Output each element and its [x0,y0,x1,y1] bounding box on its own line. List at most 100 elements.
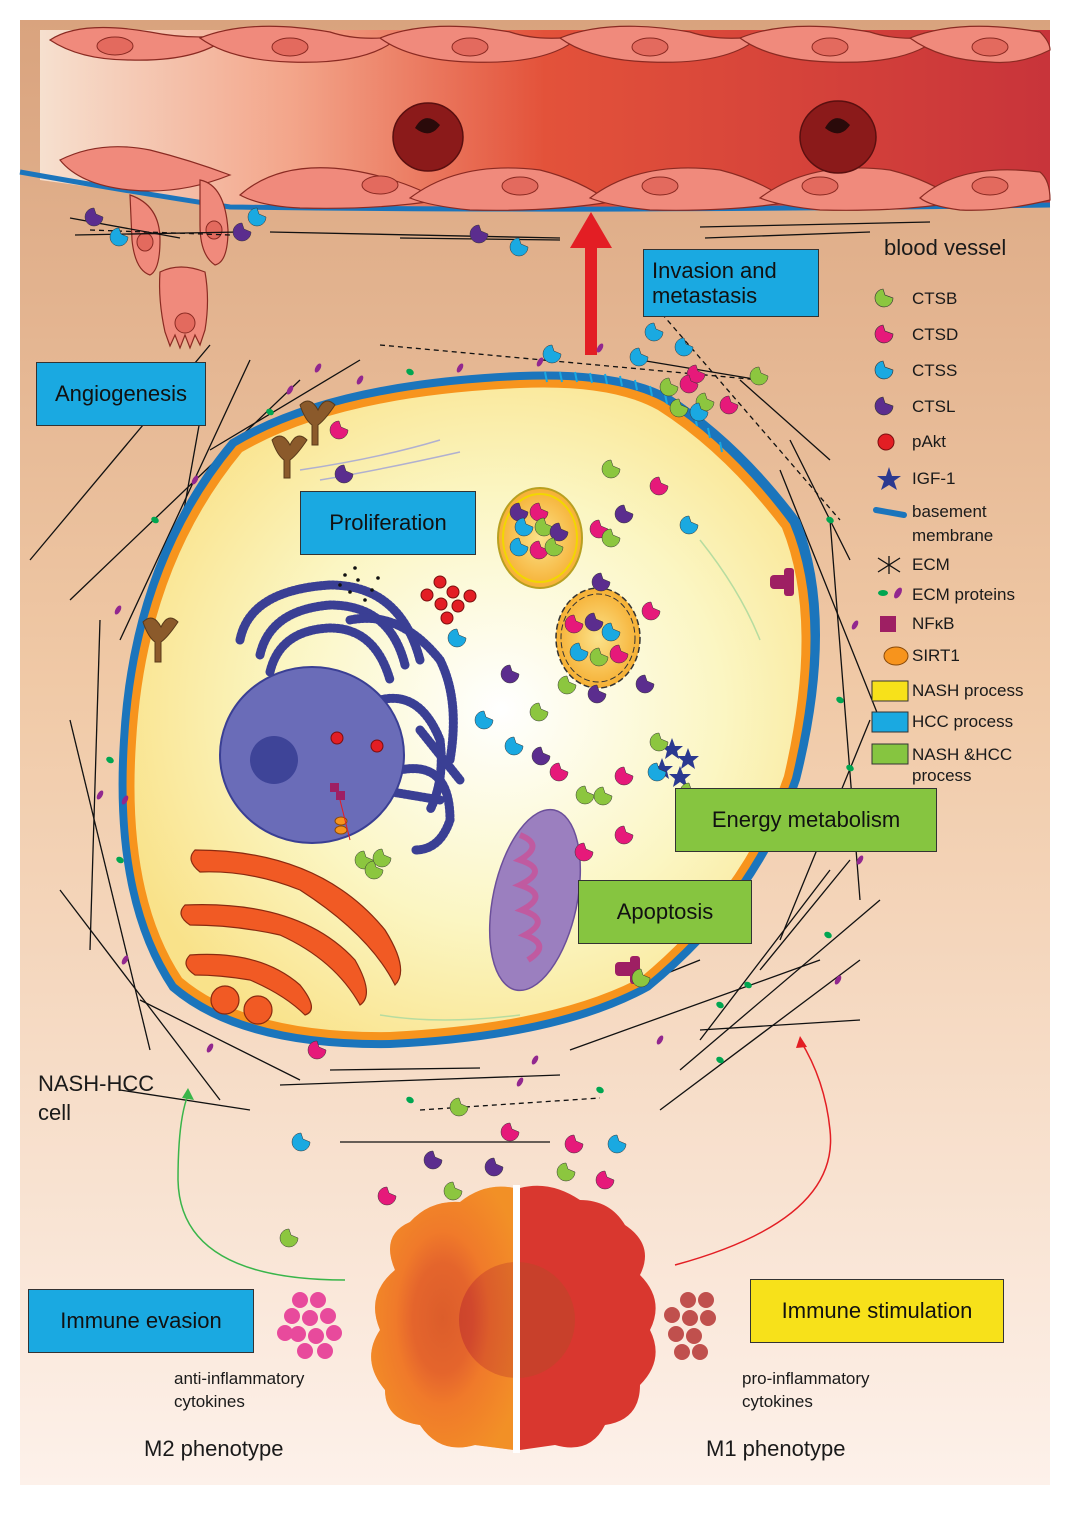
ecm-protein-glyph [856,855,864,865]
cathepsin-glyph [689,402,709,422]
ecm-protein-glyph [531,1055,539,1065]
ecm-protein-glyph [846,764,854,772]
cathepsin-glyph [601,622,621,642]
cathepsin-glyph [569,642,589,662]
invasion-arrow [570,212,612,355]
ecm-protein-glyph [536,357,544,367]
ecm-protein-glyph [596,343,604,353]
cathepsin-glyph [549,522,569,542]
ecm-protein-glyph [716,1056,724,1064]
cathepsin-glyph [372,848,392,868]
legend-ctsd: CTSD [912,325,959,344]
cathepsin-glyph [593,786,613,806]
ecm-protein-glyph [191,475,199,485]
cathepsin-glyph [614,504,634,524]
cathepsin-glyph [500,1122,520,1142]
cathepsin-glyph [589,647,609,667]
endoplasmic-reticulum [235,580,465,855]
cathepsin-glyph [377,1186,397,1206]
cathepsin-glyph [509,537,529,557]
cathepsin-glyph [574,842,594,862]
nucleus [219,666,405,844]
cathepsin-glyph [649,476,669,496]
ecm-protein-glyph [824,931,832,939]
cathepsin-glyph [641,601,661,621]
cathepsin-glyph [649,732,669,752]
immune-stimulation-box: Immune stimulation [750,1279,1004,1343]
cathepsin-glyph [423,1150,443,1170]
cathepsin-glyph [514,517,534,537]
legend-ecm: ECM [912,555,950,574]
legend-icons [871,288,909,765]
cathepsin-glyph [329,420,349,440]
cathepsin-glyph [587,684,607,704]
pro-inflammatory-cytokines-label: pro-inflammatory cytokines [742,1369,870,1411]
cathepsin-glyph [659,377,679,397]
cathepsin-glyph [644,322,664,342]
cathepsin-glyph [674,337,694,357]
legend-pakt: pAkt [912,432,947,451]
cathepsin-glyph [556,1162,576,1182]
legend-igf1: IGF-1 [912,469,956,488]
anti-inflammatory-cytokines-label: anti-inflammatory cytokines [174,1369,305,1411]
ecm-protein-glyph [356,375,364,385]
ecm-protein-glyph [121,955,129,965]
cathepsin-glyph [564,1134,584,1154]
cathepsin-glyph [334,464,354,484]
legend-nfkb: NFκB [912,614,955,633]
golgi [180,849,402,1025]
cathepsin-glyph [307,1040,327,1060]
cathepsin-glyph [749,366,769,386]
cathepsin-glyph [443,1181,463,1201]
cathepsin-glyph [629,347,649,367]
proliferation-box: Proliferation [300,491,476,555]
m2-phenotype-label: M2 phenotype [144,1436,284,1461]
cathepsin-glyph [609,644,629,664]
cathepsin-glyph [531,746,551,766]
ecm-protein-glyph [851,620,859,630]
cathepsin-glyph [575,785,595,805]
cathepsin-glyph [595,1170,615,1190]
legend-ecm-proteins: ECM proteins [912,585,1015,604]
cathepsin-glyph [669,398,689,418]
ecm-protein-glyph [596,1086,604,1094]
energy-metabolism-box: Energy metabolism [675,788,937,852]
ecm-protein-glyph [266,408,274,416]
ecm-protein-glyph [406,368,414,376]
angiogenesis-box: Angiogenesis [36,362,206,426]
nucleolus [250,736,298,784]
legend-nash-hcc-process: NASH &HCC process [912,745,1013,786]
ecm-protein-glyph [406,1096,414,1104]
ecm-protein-glyph [116,856,124,864]
ecm-protein-glyph [286,385,294,395]
legend-basement-membrane: basement membrane [912,502,994,545]
ecm-protein-glyph [516,1077,524,1087]
cathepsin-glyph [500,664,520,684]
legend-sirt1: SIRT1 [912,646,960,665]
cathepsin-glyph [564,614,584,634]
cathepsin-glyph [279,1228,299,1248]
nash-hcc-cell-label: NASH-HCC cell [38,1071,155,1125]
ecm-protein-glyph [716,1001,724,1009]
cathepsin-glyph [614,825,634,845]
ecm-protein-glyph [206,1043,214,1053]
ecm-protein-glyph [656,1035,664,1045]
cathepsin-glyph [509,237,529,257]
cathepsin-glyph [529,502,549,522]
cathepsin-glyph [544,537,564,557]
cathepsin-glyph [719,395,739,415]
ecm-protein-glyph [834,975,842,985]
cathepsin-glyph [529,540,549,560]
cathepsin-glyph [109,227,129,247]
ecm-protein-glyph [121,795,129,805]
cathepsin-glyph [474,710,494,730]
cathepsin-glyph [631,968,651,988]
ecm-protein-glyph [836,696,844,704]
macrophage-drawing [371,1185,656,1453]
cathepsin-glyph [549,762,569,782]
legend-ctsl: CTSL [912,397,956,416]
cathepsin-glyph [84,207,104,227]
cathepsin-glyph [484,1157,504,1177]
m1-phenotype-label: M1 phenotype [706,1436,846,1461]
cathepsin-glyph [509,502,529,522]
